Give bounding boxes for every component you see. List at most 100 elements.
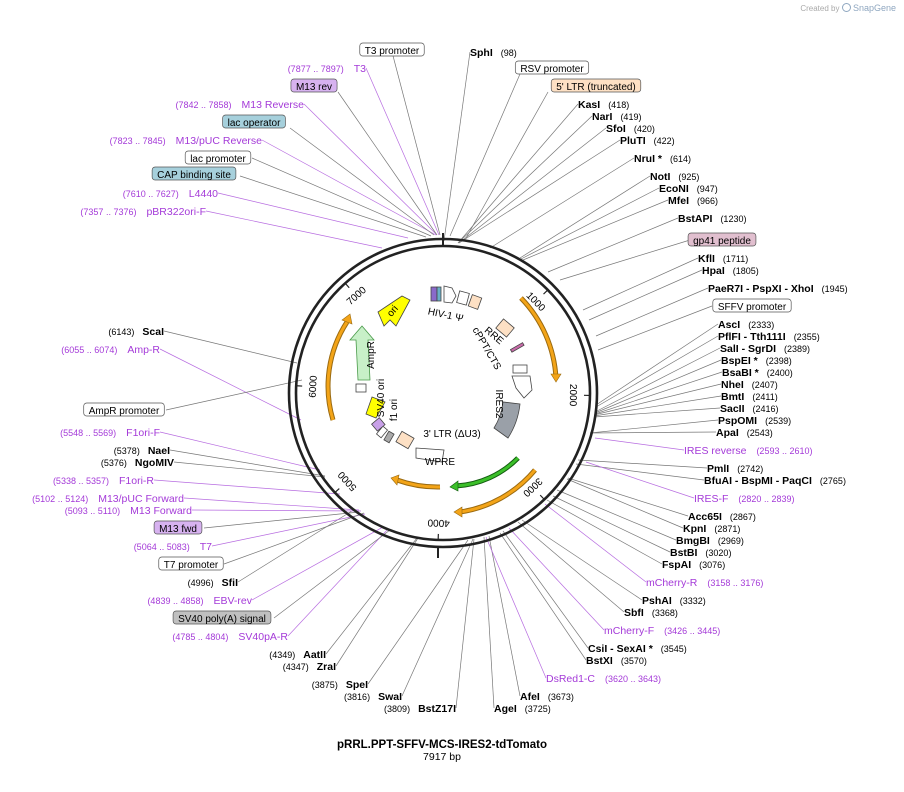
enzyme-site-label: SfoI <box>606 123 626 135</box>
tick-label: 4000 <box>427 516 450 528</box>
enzyme-site-label: BsaBI * <box>722 367 760 379</box>
primer-position: (7877 .. 7897) <box>288 64 344 74</box>
snapgene-logo-icon <box>841 3 851 12</box>
enzyme-site-label: PmlI <box>707 463 729 475</box>
primer-position: (3426 .. 3445) <box>664 626 720 636</box>
enzyme-site-label: EcoNI <box>659 183 689 195</box>
enzyme-site-label: AscI <box>718 319 740 331</box>
feature-shapes <box>349 285 533 463</box>
enzyme-site-position: (2543) <box>747 428 773 438</box>
enzyme-site-position: (3816) <box>344 692 370 702</box>
enzyme-site-label: SpeI <box>346 679 368 691</box>
feature-label-box: SV40 poly(A) signal <box>172 610 272 625</box>
tick-mark <box>344 282 350 289</box>
plasmid-title: pRRL.PPT-SFFV-MCS-IRES2-tdTomato <box>337 739 547 751</box>
enzyme-site-label: ZraI <box>317 661 336 673</box>
enzyme-site-label: AgeI <box>494 703 517 715</box>
primer-position: (2820 .. 2839) <box>738 494 794 504</box>
primer-label: SV40pA-R <box>238 631 288 643</box>
feature-label-frame <box>83 402 165 417</box>
feature-label: T3 promoter <box>365 46 420 57</box>
enzyme-site-position: (3809) <box>384 704 410 714</box>
feature-label-frame <box>158 556 224 571</box>
primer-label: DsRed1-C <box>546 673 595 685</box>
feature-label: M13 fwd <box>159 524 197 535</box>
enzyme-site-position: (947) <box>697 184 718 194</box>
enzyme-site-position: (2742) <box>737 464 763 474</box>
primer-label: L4440 <box>189 188 218 200</box>
enzyme-site-position: (3020) <box>705 548 731 558</box>
feature-label-box: lac promoter <box>184 150 252 165</box>
enzyme-site-label: BmgBI <box>676 535 710 547</box>
feature-label: SV40 poly(A) signal <box>178 614 266 625</box>
primer-label: mCherry-R <box>646 577 698 589</box>
feature-label-box: CAP binding site <box>151 166 237 181</box>
feature-name-inner: SV40 ori <box>376 379 387 417</box>
feature-label: lac operator <box>228 118 281 129</box>
enzyme-site-position: (2400) <box>767 368 793 378</box>
primer-label: M13/pUC Reverse <box>176 135 263 147</box>
enzyme-site-label: ApaI <box>716 427 739 439</box>
enzyme-site-label: HpaI <box>702 265 725 277</box>
primer-label: IRES-F <box>694 493 728 505</box>
enzyme-site-label: PshAI <box>642 595 672 607</box>
enzyme-site-position: (6143) <box>108 327 134 337</box>
tick-mark <box>334 488 340 494</box>
primer-position: (5064 .. 5083) <box>134 542 190 552</box>
enzyme-site-label: SphI <box>470 47 493 59</box>
primer-label: EBV-rev <box>213 595 252 607</box>
feature-label-box: gp41 peptide <box>687 232 757 247</box>
enzyme-site-position: (3725) <box>525 704 551 714</box>
feature-name-inner: HIV-1 Ψ <box>427 306 465 324</box>
feature-label: gp41 peptide <box>693 236 751 247</box>
enzyme-site-label: NarI <box>592 111 613 123</box>
enzyme-site-position: (1945) <box>822 284 848 294</box>
enzyme-site-position: (2355) <box>794 332 820 342</box>
tick-label: 2000 <box>567 384 578 407</box>
enzyme-site-label: Acc65I <box>688 511 722 523</box>
enzyme-site-label: BstZ17I <box>418 703 456 715</box>
enzyme-site-position: (1230) <box>720 214 746 224</box>
primer-position: (5338 .. 5357) <box>53 476 109 486</box>
feature-label-frame <box>514 60 590 75</box>
credit-prefix: Created by <box>800 4 840 13</box>
enzyme-site-label: MfeI <box>668 195 689 207</box>
label-connector-lines <box>153 51 723 709</box>
feature-label-frame <box>359 42 425 57</box>
enzyme-site-position: (420) <box>634 124 655 134</box>
primer-position: (5093 .. 5110) <box>65 506 120 516</box>
tick-mark <box>543 289 549 295</box>
enzyme-site-label: NheI <box>721 379 744 391</box>
enzyme-site-position: (2765) <box>820 476 846 486</box>
primer-label: M13/pUC Forward <box>98 493 184 505</box>
enzyme-site-label: SbfI <box>624 607 644 619</box>
enzyme-site-position: (3368) <box>652 608 678 618</box>
feature-name-inner: IRES2 <box>493 390 504 419</box>
primer-position: (3620 .. 3643) <box>605 674 661 684</box>
enzyme-site-position: (925) <box>678 172 699 182</box>
feature-label-frame <box>172 610 272 625</box>
feature-name-inner: ori <box>385 304 401 320</box>
enzyme-site-position: (4347) <box>283 662 309 672</box>
feature-label-frame <box>550 78 642 93</box>
enzyme-site-label: SacII <box>720 403 745 415</box>
enzyme-site-position: (4996) <box>188 578 214 588</box>
enzyme-site-label: BmtI <box>721 391 744 403</box>
primer-position: (3158 .. 3176) <box>707 578 763 588</box>
primer-label: M13 Reverse <box>242 99 305 111</box>
feature-label: M13 rev <box>296 82 332 93</box>
feature-label-frame <box>712 298 792 313</box>
enzyme-site-label: SalI - SgrDI <box>720 343 776 355</box>
enzyme-site-position: (2539) <box>765 416 791 426</box>
feature-label: lac promoter <box>190 154 246 165</box>
enzyme-site-position: (5378) <box>114 446 140 456</box>
tick-label: 7000 <box>345 284 369 307</box>
snapgene-credit: Created by SnapGene <box>800 3 896 13</box>
enzyme-site-position: (2416) <box>753 404 779 414</box>
enzyme-site-label: BspEI * <box>721 355 759 367</box>
feature-label: T7 promoter <box>164 560 219 571</box>
enzyme-site-position: (98) <box>501 48 517 58</box>
primer-position: (4785 .. 4804) <box>172 632 228 642</box>
tick-mark <box>539 494 545 500</box>
